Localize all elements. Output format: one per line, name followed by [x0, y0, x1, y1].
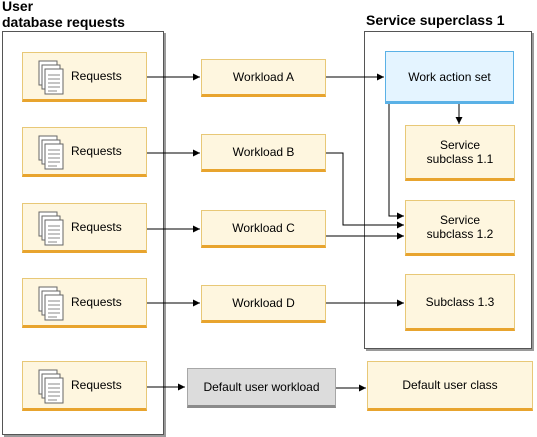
subclass-1-3-box: Subclass 1.3 [405, 274, 515, 331]
requests-label: Requests [71, 69, 122, 83]
requests-label: Requests [71, 378, 122, 392]
default-user-class-label: Default user class [402, 378, 498, 392]
service-subclass-1-2-label: Service subclass 1.2 [426, 213, 494, 241]
workload-c-box: Workload C [201, 210, 326, 248]
workload-c-label: Workload C [232, 221, 295, 235]
requests-label: Requests [71, 144, 122, 158]
workload-b-label: Workload B [232, 145, 295, 159]
arrow-work-action-set-to-subclass-1-2 [388, 104, 404, 220]
service-subclass-1-1-box: Service subclass 1.1 [405, 125, 515, 181]
workload-d-box: Workload D [201, 285, 326, 323]
requests-box-5: Requests [22, 361, 147, 411]
work-action-set-box: Work action set [385, 51, 514, 104]
workload-a-box: Workload A [201, 59, 326, 97]
service-subclass-1-2-box: Service subclass 1.2 [405, 200, 515, 256]
documents-icon [38, 211, 64, 246]
documents-icon [38, 286, 64, 321]
documents-icon [38, 369, 64, 404]
default-user-class-box: Default user class [367, 361, 533, 411]
subclass-1-3-label: Subclass 1.3 [425, 294, 495, 309]
service-subclass-1-1-label: Service subclass 1.1 [426, 138, 494, 166]
arrow-workload-b-to-subclass-1-2 [326, 152, 404, 229]
requests-box-1: Requests [22, 52, 147, 102]
workload-d-label: Workload D [232, 296, 295, 310]
workload-b-box: Workload B [201, 134, 326, 172]
default-user-workload-box: Default user workload [187, 368, 336, 408]
requests-label: Requests [71, 295, 122, 309]
requests-box-2: Requests [22, 127, 147, 177]
work-action-set-label: Work action set [408, 69, 491, 84]
workload-a-label: Workload A [232, 70, 295, 84]
requests-box-3: Requests [22, 203, 147, 253]
default-user-workload-label: Default user workload [203, 380, 320, 394]
requests-box-4: Requests [22, 278, 147, 328]
requests-label: Requests [71, 220, 122, 234]
documents-icon [38, 60, 64, 95]
service-superclass-title: Service superclass 1 [366, 12, 505, 28]
user-database-requests-title: User database requests [2, 0, 125, 30]
documents-icon [38, 135, 64, 170]
